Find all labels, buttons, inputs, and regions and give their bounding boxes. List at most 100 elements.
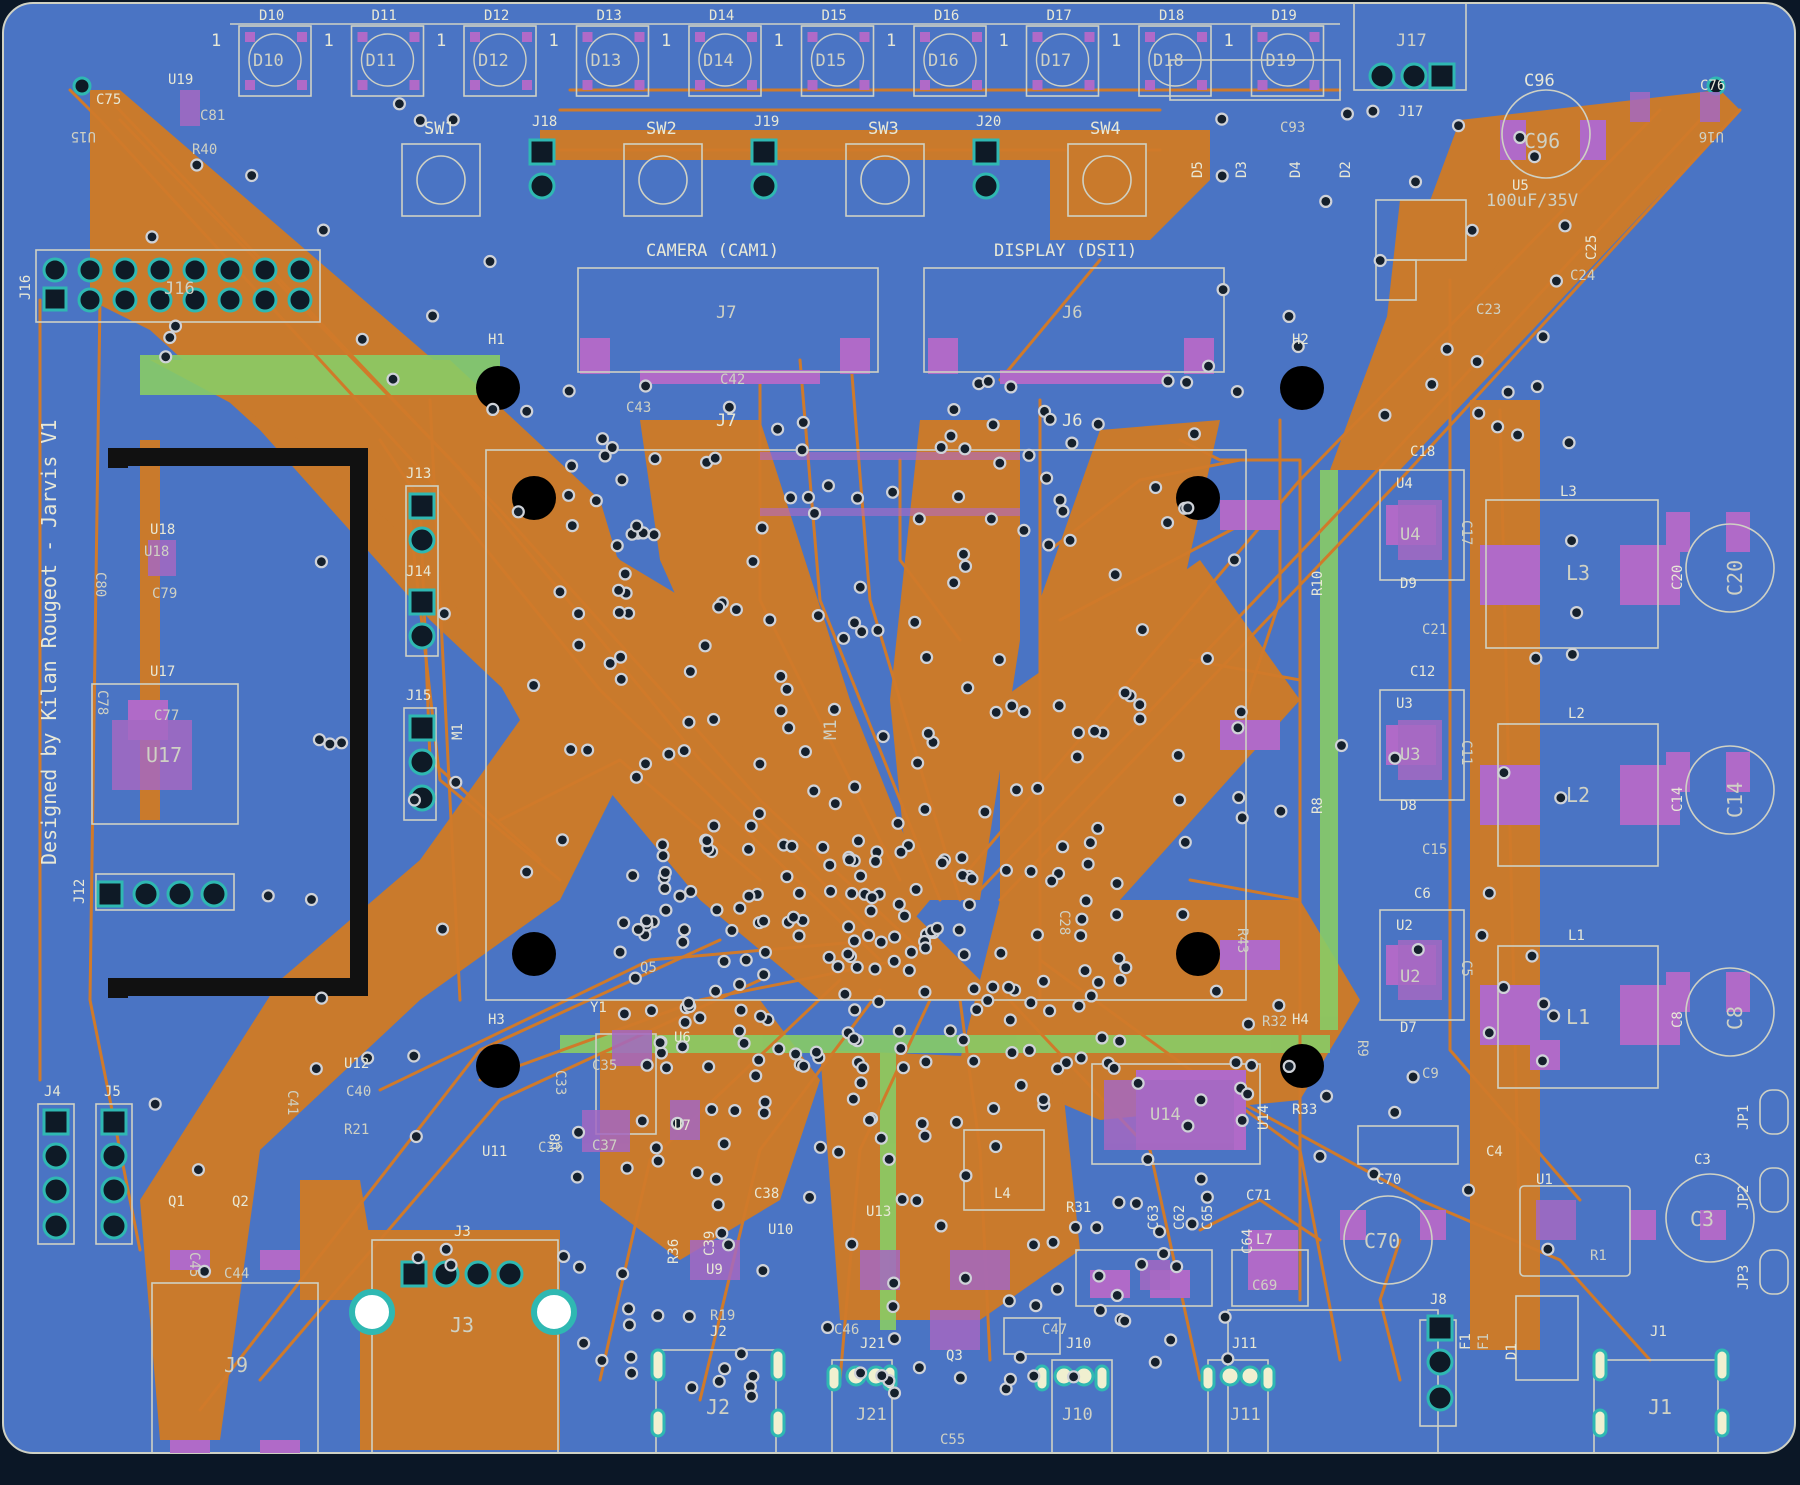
via	[708, 451, 722, 465]
via	[978, 805, 992, 819]
c77-label: C77	[154, 708, 179, 724]
via	[715, 1226, 729, 1240]
j14-label: J14	[406, 564, 431, 580]
via	[639, 914, 654, 928]
l1-label: L1	[1568, 928, 1585, 944]
via	[1230, 385, 1244, 399]
via	[827, 702, 842, 717]
via	[315, 991, 329, 1005]
via	[854, 1076, 868, 1090]
via	[1134, 1257, 1149, 1271]
via	[526, 678, 541, 693]
c45-label: C45	[186, 1252, 202, 1277]
via	[792, 929, 806, 943]
via	[721, 1238, 736, 1252]
via	[871, 623, 885, 637]
via	[1229, 1055, 1243, 1070]
led-ref-label: D17	[1047, 8, 1072, 24]
via	[958, 559, 973, 573]
via	[1200, 1190, 1214, 1204]
via	[1135, 623, 1150, 637]
c5-label: C5	[1458, 960, 1474, 977]
via	[1030, 928, 1045, 942]
led-ref-label: D13	[597, 8, 622, 24]
via	[986, 980, 1000, 994]
via	[1366, 104, 1380, 118]
via	[1081, 857, 1095, 871]
via	[1093, 1303, 1108, 1318]
j4-label: J4	[44, 1084, 61, 1100]
via	[656, 849, 670, 863]
via	[1185, 1217, 1199, 1231]
led-fab-label: D13	[591, 51, 622, 71]
via	[655, 838, 670, 852]
via	[734, 1347, 749, 1361]
j13-label: J13	[406, 466, 431, 482]
via	[618, 567, 632, 581]
via	[1461, 1183, 1476, 1197]
via	[411, 1250, 425, 1265]
via	[426, 309, 440, 323]
l2-fab: L2	[1566, 783, 1590, 807]
led-fab-label: D14	[703, 51, 734, 71]
j3-fab: J3	[450, 1313, 474, 1337]
via	[1156, 1246, 1171, 1261]
sw2-label: SW2	[646, 119, 677, 139]
j10-label: J10	[1066, 1336, 1091, 1352]
c3-label: C3	[1694, 1152, 1711, 1168]
via	[1411, 942, 1425, 957]
via	[1541, 1242, 1555, 1256]
via	[739, 953, 753, 967]
via	[572, 1260, 587, 1274]
via	[677, 923, 692, 937]
via	[1490, 420, 1505, 434]
m1-fab: M1	[821, 720, 841, 740]
led-row: D10D101D11D111D12D121D13D131D14D141D15D1…	[211, 8, 1340, 97]
via	[1026, 1238, 1041, 1252]
j18-label: J18	[532, 114, 557, 130]
q1-label: Q1	[168, 1194, 185, 1210]
via	[758, 1095, 772, 1109]
via	[848, 780, 862, 794]
via	[673, 889, 687, 903]
via	[1201, 359, 1216, 373]
via	[1045, 874, 1059, 888]
c96-fab: C96	[1524, 129, 1560, 153]
via	[706, 712, 721, 727]
via	[711, 1198, 725, 1212]
via	[653, 1035, 667, 1050]
via	[1216, 283, 1230, 297]
via	[850, 960, 864, 974]
via	[1027, 1369, 1041, 1383]
c79-label: C79	[152, 586, 177, 602]
c69-label: C69	[1252, 1278, 1277, 1294]
via	[1244, 1058, 1259, 1072]
via	[261, 889, 275, 903]
via	[1161, 374, 1175, 388]
q2-label: Q2	[232, 1194, 249, 1210]
via	[921, 726, 935, 741]
via	[1005, 1045, 1019, 1060]
via	[1388, 1105, 1402, 1120]
via	[1215, 169, 1229, 183]
led-ref-label: D18	[1159, 8, 1184, 24]
via	[918, 1129, 932, 1143]
via	[1068, 1220, 1083, 1234]
via	[638, 757, 653, 771]
via	[986, 1101, 1001, 1116]
via	[896, 1061, 911, 1075]
via	[1282, 1059, 1296, 1074]
via	[562, 384, 576, 398]
via	[1234, 705, 1248, 719]
via	[796, 415, 810, 430]
c21-label: C21	[1422, 622, 1447, 638]
via	[1024, 864, 1038, 879]
via	[752, 1053, 766, 1067]
via	[555, 833, 570, 847]
led-ref-label: D10	[259, 8, 284, 24]
via	[1110, 908, 1124, 922]
j7-ref: J7	[716, 411, 736, 431]
